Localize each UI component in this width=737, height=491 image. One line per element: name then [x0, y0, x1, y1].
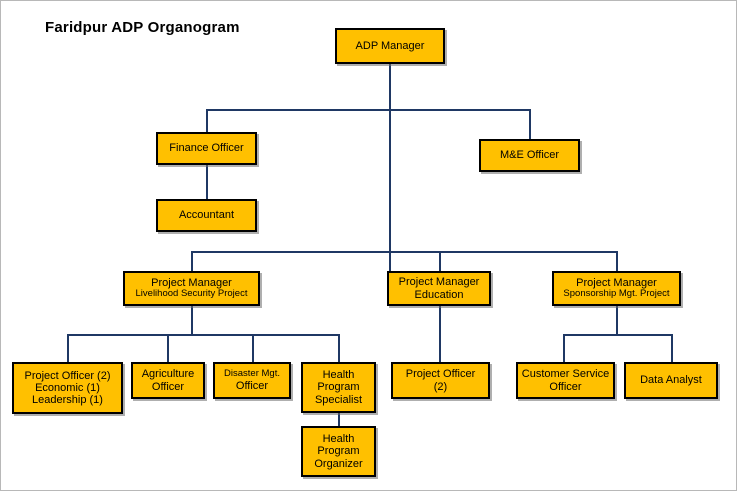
connector-data-analyst-drop — [671, 334, 673, 363]
node-label-secondary: Program — [317, 381, 360, 394]
node-adp-manager[interactable]: ADP Manager — [335, 28, 445, 64]
connector-health-specialist-organizer — [338, 412, 340, 427]
node-label-primary: Project Officer — [405, 368, 476, 381]
node-project-officer-education[interactable]: Project Officer (2) — [391, 362, 490, 399]
connector-livelihood-bus — [67, 334, 340, 336]
connector-health-specialist-drop — [338, 334, 340, 363]
node-label: Data Analyst — [640, 374, 702, 387]
node-pm-education[interactable]: Project Manager Education — [387, 271, 491, 306]
node-pm-livelihood-security[interactable]: Project Manager Livelihood Security Proj… — [123, 271, 260, 306]
node-label-primary: Project Manager — [576, 277, 657, 290]
node-finance-officer[interactable]: Finance Officer — [156, 132, 257, 165]
node-label-primary: Agriculture — [141, 368, 195, 381]
node-label-secondary: Livelihood Security Project — [135, 288, 248, 300]
connector-education-project-officer — [439, 306, 441, 363]
node-health-program-specialist[interactable]: Health Program Specialist — [301, 362, 376, 413]
node-label-primary: Customer Service — [521, 368, 610, 381]
node-project-officer-economic[interactable]: Project Officer (2) Economic (1) Leaders… — [12, 362, 123, 414]
page-title: Faridpur ADP Organogram — [45, 19, 240, 36]
connector-disaster-drop — [252, 334, 254, 363]
connector-pm-livelihood-drop — [191, 251, 193, 271]
node-label-primary: Disaster Mgt. — [224, 368, 280, 380]
node-label-primary: Project Manager — [151, 277, 232, 290]
connector-adp-trunk — [389, 64, 391, 279]
node-label-tertiary: Leadership (1) — [32, 394, 103, 407]
node-label-secondary: Officer — [235, 379, 269, 392]
node-label-primary: Project Officer (2) — [24, 369, 111, 382]
node-label-secondary: Officer — [151, 380, 185, 393]
node-label-tertiary: Organizer — [314, 457, 363, 470]
connector-agriculture-drop — [167, 334, 169, 363]
connector-livelihood-stem — [191, 306, 193, 335]
connector-pm-education-drop — [439, 251, 441, 271]
node-label-secondary: Program — [317, 445, 360, 458]
connector-sponsorship-bus — [563, 334, 673, 336]
node-label-primary: Health — [322, 369, 355, 382]
connector-po-economic-drop — [67, 334, 69, 363]
connector-finance-drop — [206, 109, 208, 133]
node-disaster-mgt-officer[interactable]: Disaster Mgt. Officer — [213, 362, 291, 399]
connector-pm-sponsorship-drop — [616, 251, 618, 271]
node-label: ADP Manager — [355, 39, 425, 52]
node-label-secondary: Officer — [549, 380, 582, 393]
node-label: Finance Officer — [169, 142, 244, 155]
node-customer-service-officer[interactable]: Customer Service Officer — [516, 362, 615, 399]
node-label-tertiary: Specialist — [314, 393, 363, 406]
node-label-secondary: Sponsorship Mgt. Project — [563, 288, 670, 300]
connector-me-drop — [529, 109, 531, 140]
node-label: M&E Officer — [499, 149, 560, 162]
connector-sponsorship-stem — [616, 306, 618, 335]
node-label-secondary: Education — [414, 288, 464, 301]
connector-level2-bus — [191, 251, 617, 253]
node-health-program-organizer[interactable]: Health Program Organizer — [301, 426, 376, 477]
node-label-secondary: (2) — [433, 380, 448, 393]
node-label-secondary: Economic (1) — [35, 381, 100, 394]
connector-customer-service-drop — [563, 334, 565, 363]
connector-level1-bus — [206, 109, 530, 111]
node-accountant[interactable]: Accountant — [156, 199, 257, 232]
node-pm-sponsorship[interactable]: Project Manager Sponsorship Mgt. Project — [552, 271, 681, 306]
node-label-primary: Project Manager — [398, 276, 480, 289]
node-data-analyst[interactable]: Data Analyst — [624, 362, 718, 399]
node-me-officer[interactable]: M&E Officer — [479, 139, 580, 172]
node-label-primary: Health — [322, 433, 355, 446]
connector-finance-accountant — [206, 164, 208, 200]
node-agriculture-officer[interactable]: Agriculture Officer — [131, 362, 205, 399]
node-label: Accountant — [178, 209, 235, 222]
